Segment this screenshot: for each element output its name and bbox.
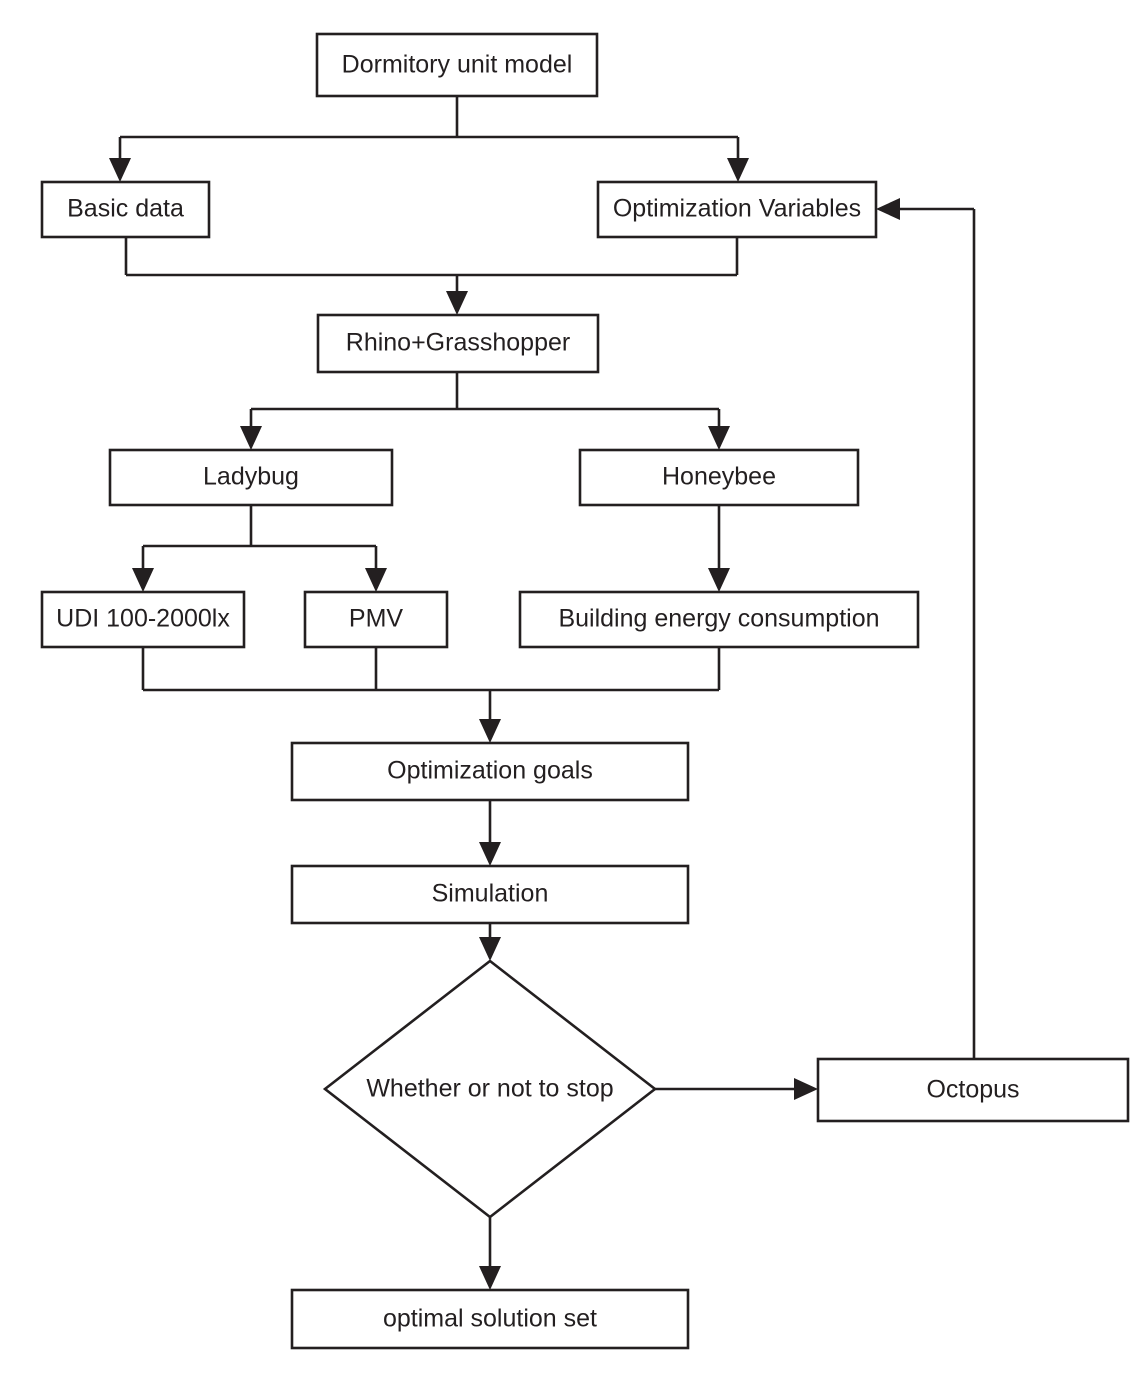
edge-octopus-feedback-line (898, 207, 976, 1059)
edge-rhino-to-tools (240, 372, 730, 450)
arrowhead-to-optimal-solution-set (479, 1266, 501, 1290)
node-udi[interactable]: UDI 100-2000lx (40, 590, 246, 649)
arrowhead-to-simulation (479, 842, 501, 866)
node-pmv[interactable]: PMV (303, 590, 449, 649)
node-ladybug-label: Ladybug (203, 463, 299, 491)
node-rhino-grasshopper[interactable]: Rhino+Grasshopper (316, 313, 600, 374)
node-whether-or-not-to-stop-label: Whether or not to stop (366, 1075, 613, 1103)
node-honeybee-shape (578, 448, 860, 507)
edge-goals-to-simulation (479, 800, 501, 866)
node-ladybug[interactable]: Ladybug (108, 448, 394, 507)
edge-decision-to-octopus (655, 1078, 818, 1100)
node-octopus-shape (816, 1057, 1130, 1123)
arrowhead-to-optimization-variables-feedback (876, 198, 900, 220)
arrowhead-to-honeybee (708, 426, 730, 450)
node-optimization-variables-label: Optimization Variables (613, 195, 861, 223)
node-basic-data-shape (40, 180, 211, 239)
node-optimization-goals-label: Optimization goals (387, 757, 593, 785)
node-basic-data-label: Basic data (67, 195, 184, 223)
node-optimal-solution-set[interactable]: optimal solution set (290, 1288, 690, 1350)
node-octopus[interactable]: Octopus (816, 1057, 1130, 1123)
node-optimization-variables-shape (596, 180, 878, 239)
edge-model-split-line (118, 96, 740, 160)
node-optimal-solution-set-label: optimal solution set (383, 1305, 597, 1333)
node-optimization-variables[interactable]: Optimization Variables (596, 180, 878, 239)
arrowhead-to-optimization-variables (727, 158, 749, 182)
node-basic-data[interactable]: Basic data (40, 180, 211, 239)
node-simulation-shape (290, 864, 690, 925)
arrowhead-to-building-energy (708, 568, 730, 592)
node-simulation[interactable]: Simulation (290, 864, 690, 925)
node-dormitory-unit-model-shape (315, 32, 599, 98)
edge-model-to-children (109, 96, 749, 182)
edge-octopus-feedback (876, 198, 976, 1059)
edge-simulation-to-decision (479, 923, 501, 961)
edge-rhino-split-line (249, 372, 721, 428)
arrowhead-to-udi (132, 568, 154, 592)
node-optimization-goals[interactable]: Optimization goals (290, 741, 690, 802)
arrowhead-to-basic-data (109, 158, 131, 182)
node-optimization-goals-shape (290, 741, 690, 802)
arrowhead-to-pmv (365, 568, 387, 592)
node-honeybee-label: Honeybee (662, 463, 776, 491)
node-simulation-label: Simulation (432, 880, 549, 908)
node-optimal-solution-set-shape (290, 1288, 690, 1350)
node-rhino-grasshopper-label: Rhino+Grasshopper (346, 329, 570, 357)
edge-inputs-to-rhino (124, 237, 739, 315)
edge-metrics-to-goals (141, 647, 721, 743)
arrowhead-to-octopus (794, 1078, 818, 1100)
edge-inputs-merge-line (124, 237, 739, 293)
node-udi-shape (40, 590, 246, 649)
edge-ladybug-to-metrics (132, 505, 387, 592)
node-whether-or-not-to-stop[interactable]: Whether or not to stop (322, 959, 658, 1219)
node-whether-or-not-to-stop-shape (322, 959, 658, 1219)
node-ladybug-shape (108, 448, 394, 507)
node-octopus-label: Octopus (926, 1076, 1019, 1104)
node-building-energy-consumption-label: Building energy consumption (558, 605, 879, 633)
edge-metrics-merge-line (141, 647, 721, 721)
arrowhead-to-optimization-goals (479, 719, 501, 743)
arrowhead-to-ladybug (240, 426, 262, 450)
arrowhead-to-rhino (446, 291, 468, 315)
node-building-energy-consumption[interactable]: Building energy consumption (518, 590, 920, 649)
node-dormitory-unit-model[interactable]: Dormitory unit model (315, 32, 599, 98)
node-pmv-shape (303, 590, 449, 649)
node-pmv-label: PMV (349, 605, 404, 633)
edge-honeybee-to-energy (708, 505, 730, 592)
node-dormitory-unit-model-label: Dormitory unit model (342, 51, 573, 79)
node-honeybee[interactable]: Honeybee (578, 448, 860, 507)
edge-decision-to-optimal-solution (479, 1217, 501, 1290)
arrowhead-to-decision (479, 937, 501, 961)
node-building-energy-consumption-shape (518, 590, 920, 649)
edge-ladybug-split-line (141, 505, 378, 570)
node-udi-label: UDI 100-2000lx (56, 605, 230, 633)
node-rhino-grasshopper-shape (316, 313, 600, 374)
